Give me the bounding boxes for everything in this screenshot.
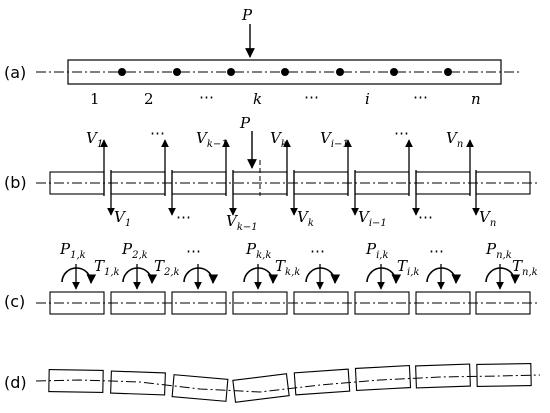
moment-label: Tn,k	[512, 257, 538, 278]
moment-arrow	[243, 267, 279, 284]
shear-label-upper: ⋯	[150, 124, 166, 142]
node-dot	[390, 68, 398, 76]
load-label: ⋯	[186, 242, 202, 260]
deformed-segment	[354, 365, 412, 391]
moment-arrow	[122, 267, 158, 284]
segment-label: 1	[90, 90, 100, 108]
segment-block	[232, 291, 288, 315]
shear-label-lower: Vn	[479, 208, 496, 229]
moment-arrow	[61, 267, 97, 284]
moment-label: T1,k	[94, 257, 120, 278]
shear-label-upper: V1	[86, 129, 103, 150]
shear-label-upper: Vn	[446, 129, 463, 150]
load-label: ⋯	[310, 242, 326, 260]
shear-label-lower: ⋯	[176, 208, 192, 226]
segment-block	[110, 171, 166, 195]
node-dot	[227, 68, 235, 76]
shear-label-upper: Vk	[270, 129, 287, 150]
panel-label-c: (c)	[4, 292, 25, 311]
node-dot	[281, 68, 289, 76]
deformed-segment	[110, 370, 166, 396]
segment-label: i	[365, 90, 370, 108]
moment-arrow	[183, 267, 219, 284]
load-label-b: P	[239, 114, 251, 132]
node-dot	[173, 68, 181, 76]
node-dot	[444, 68, 452, 76]
moment-label: Tk,k	[275, 257, 300, 278]
segment-block	[293, 291, 349, 315]
load-label: Pk,k	[245, 240, 271, 261]
shear-label-lower: V1	[114, 208, 131, 229]
row-c-loads: P1,k T1,k P2,k T2,k ⋯ Pk,k Tk,k ⋯ Pi,k T…	[36, 240, 540, 315]
moment-label: T2,k	[154, 257, 180, 278]
segment-block	[415, 291, 471, 315]
segment-block	[475, 291, 531, 315]
load-label: Pn,k	[485, 240, 512, 261]
row-a-beam: P 1 2 ⋯ k ⋯ i ⋯ n	[36, 6, 520, 108]
deformed-segment	[476, 362, 532, 388]
load-label: P1,k	[59, 240, 86, 261]
segment-label: ⋯	[413, 88, 429, 106]
load-label: Pi,k	[365, 240, 389, 261]
segment-label: ⋯	[199, 88, 215, 106]
row-b-shear: P V1 ⋯ Vk−1 Vk Vi−1 ⋯ Vn V1 ⋯ Vk−1 Vk Vi…	[36, 114, 540, 233]
moment-arrow	[426, 267, 462, 284]
moment-arrow	[485, 267, 521, 284]
shear-label-lower: ⋯	[418, 208, 434, 226]
load-label: P2,k	[121, 240, 148, 261]
panel-label-d: (d)	[4, 373, 27, 392]
segment-block	[110, 291, 166, 315]
segment-block	[354, 291, 410, 315]
shear-label-upper: Vk−1	[196, 129, 228, 150]
moment-arrow	[305, 267, 341, 284]
shear-label-lower: Vk	[297, 208, 314, 229]
node-dots	[118, 68, 452, 76]
beam-a	[67, 59, 502, 85]
deformed-segment	[232, 373, 290, 403]
load-label: ⋯	[429, 242, 445, 260]
moment-arrow	[366, 267, 402, 284]
segment-label: ⋯	[304, 88, 320, 106]
shear-label-lower: Vi−1	[358, 208, 387, 229]
segment-block	[171, 291, 227, 315]
deformed-segment	[171, 374, 229, 402]
segment-block	[475, 171, 531, 195]
shear-label-upper: Vi−1	[320, 129, 349, 150]
shear-label-lower: Vk−1	[226, 212, 258, 233]
moment-label: Ti,k	[397, 257, 419, 278]
panel-label-a: (a)	[4, 63, 26, 82]
node-dot	[118, 68, 126, 76]
segment-block	[415, 171, 471, 195]
load-label-a: P	[241, 6, 253, 24]
panel-label-b: (b)	[4, 173, 27, 192]
segment-block	[49, 291, 105, 315]
row-d-deformed	[35, 362, 541, 403]
deformed-segment	[48, 368, 104, 394]
segment-label: k	[253, 90, 262, 108]
segment-label: n	[471, 90, 481, 108]
segment-label: 2	[144, 90, 154, 108]
deformed-segment	[293, 368, 351, 396]
node-dot	[336, 68, 344, 76]
shear-label-upper: ⋯	[394, 124, 410, 142]
deformed-segment	[415, 363, 471, 389]
